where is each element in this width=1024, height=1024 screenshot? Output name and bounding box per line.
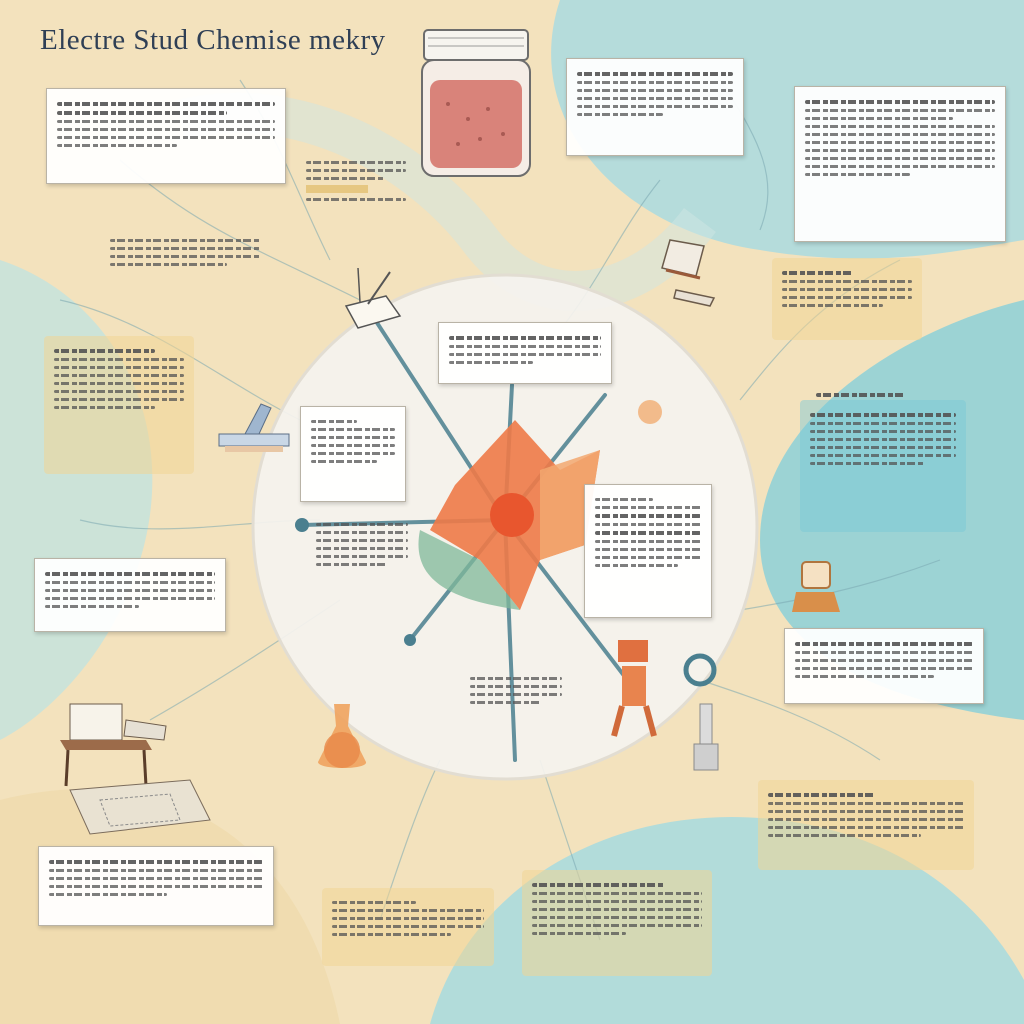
info-card-top-left <box>46 88 286 184</box>
info-card-hub-left <box>300 406 406 502</box>
info-card-top-right <box>794 86 1006 242</box>
jar-icon <box>421 29 531 177</box>
quill-icon <box>344 267 402 329</box>
info-card-hub-right <box>584 484 712 618</box>
robot-figure-icon <box>611 640 657 737</box>
info-card-top-center <box>566 58 744 156</box>
tape-icon <box>683 653 717 687</box>
info-card-left-lower <box>34 558 226 632</box>
note-right-upper <box>772 258 922 340</box>
note-right-middle <box>800 400 966 532</box>
paper-stack-icon <box>661 239 716 307</box>
info-card-hub-top <box>438 322 612 384</box>
microscope-icon <box>218 403 290 452</box>
info-card-bottom-left <box>38 846 274 926</box>
note-bottom-right <box>758 780 974 870</box>
info-card-right-lower <box>784 628 984 704</box>
paper-stack-icon <box>69 779 211 835</box>
note-left-middle <box>44 336 194 474</box>
desk-icon <box>60 703 167 787</box>
note-right-label <box>806 380 916 398</box>
flask-icon <box>693 703 719 771</box>
flask-icon <box>318 704 367 768</box>
lab-stand-icon <box>792 561 840 612</box>
teal-wave-left <box>0 260 153 740</box>
note-top-center-left <box>296 148 416 258</box>
note-left-upper <box>100 226 270 294</box>
page-title: Electre Stud Chemise mekry <box>40 24 386 56</box>
node-dot-icon <box>295 518 309 532</box>
mist-band <box>175 92 716 311</box>
note-bottom-center-right <box>522 870 712 976</box>
note-hub-left-lower <box>306 510 418 614</box>
note-bottom-center-left <box>322 888 494 966</box>
teal-wave-right <box>760 300 1024 720</box>
note-hub-bottom <box>460 664 572 720</box>
